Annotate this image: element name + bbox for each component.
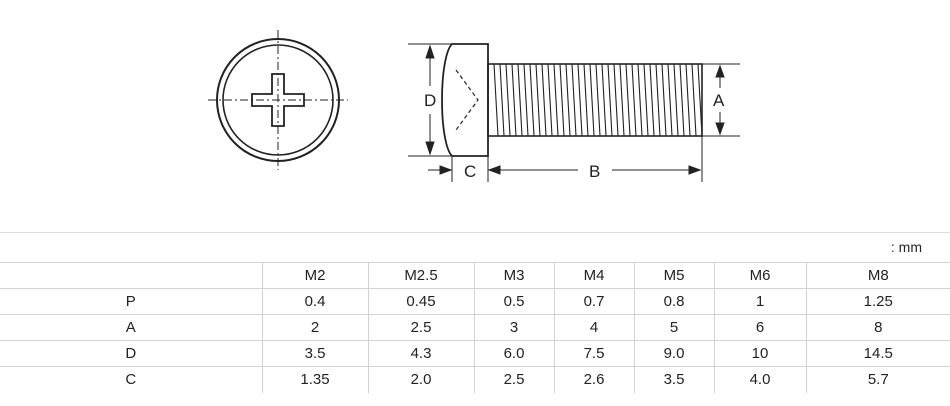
table-corner [0, 262, 263, 289]
table-cell: 2.0 [367, 366, 475, 393]
table-cell: 0.4 [261, 288, 369, 315]
column-header: M2.5 [367, 262, 475, 289]
row-label: C [0, 366, 263, 393]
thread-line [589, 63, 595, 137]
thread-line [613, 63, 619, 137]
thread-line [583, 63, 589, 137]
table-cell: 1.35 [261, 366, 369, 393]
screw-head-top-view [208, 30, 348, 170]
table-cell: 4.3 [367, 340, 475, 367]
thread-line [655, 63, 661, 137]
screw-spec-table: M2 M2.5 M3 M4 M5 M6 M8 P 0.4 0.45 0.5 0.… [0, 262, 950, 393]
column-header: M6 [713, 262, 807, 289]
column-header: M4 [553, 262, 635, 289]
dimension-c-label: C [464, 162, 476, 181]
thread-line [691, 63, 697, 137]
thread-line [619, 63, 625, 137]
thread-line [607, 63, 613, 137]
dimension-a [715, 64, 725, 136]
table-cell: 4 [553, 314, 635, 341]
thread-line [637, 63, 643, 137]
table-cell: 14.5 [805, 340, 950, 367]
thread-line [685, 63, 691, 137]
thread-line [625, 63, 631, 137]
dimension-a-label: A [713, 91, 725, 110]
table-row: C 1.35 2.0 2.5 2.6 3.5 4.0 5.7 [0, 366, 950, 393]
thread-line [631, 63, 637, 137]
table-cell: 0.45 [367, 288, 475, 315]
dimension-b [490, 165, 702, 175]
table-cell: 3.5 [633, 366, 715, 393]
table-cell: 2.5 [473, 366, 555, 393]
thread-line [667, 63, 673, 137]
thread-line [649, 63, 655, 137]
table-cell: 3.5 [261, 340, 369, 367]
table-cell: 4.0 [713, 366, 807, 393]
table-cell: 0.7 [553, 288, 635, 315]
thread-line [493, 63, 499, 137]
column-header: M5 [633, 262, 715, 289]
table-cell: 2.5 [367, 314, 475, 341]
thread-line [523, 63, 529, 137]
thread-line [643, 63, 649, 137]
column-header: M3 [473, 262, 555, 289]
thread-line [511, 63, 517, 137]
table-cell: 5.7 [805, 366, 950, 393]
table-row: D 3.5 4.3 6.0 7.5 9.0 10 14.5 [0, 340, 950, 367]
screw-side-view [408, 43, 740, 182]
thread-line [517, 63, 523, 137]
thread-line [565, 63, 571, 137]
thread-line [535, 63, 541, 137]
unit-row: : mm [0, 232, 950, 262]
thread-pattern [493, 63, 703, 137]
table-cell: 1.25 [805, 288, 950, 315]
table-row: A 2 2.5 3 4 5 6 8 [0, 314, 950, 341]
table-cell: 7.5 [553, 340, 635, 367]
column-header: M2 [261, 262, 369, 289]
screw-dimension-drawing: D A C B [208, 30, 740, 182]
table-cell: 2 [261, 314, 369, 341]
thread-line [553, 63, 559, 137]
table-cell: 6.0 [473, 340, 555, 367]
table-cell: 9.0 [633, 340, 715, 367]
thread-line [673, 63, 679, 137]
row-label: P [0, 288, 263, 315]
thread-line [529, 63, 535, 137]
dimension-b-label: B [589, 162, 600, 181]
thread-line [505, 63, 511, 137]
table-cell: 2.6 [553, 366, 635, 393]
thread-line [571, 63, 577, 137]
table-cell: 8 [805, 314, 950, 341]
thread-line [679, 63, 685, 137]
dimension-d [425, 44, 435, 156]
thread-line [601, 63, 607, 137]
unit-label: : mm [890, 239, 922, 255]
table-cell: 3 [473, 314, 555, 341]
row-label: D [0, 340, 263, 367]
table-cell: 10 [713, 340, 807, 367]
table-cell: 0.5 [473, 288, 555, 315]
row-label: A [0, 314, 263, 341]
thread-line [595, 63, 601, 137]
thread-line [697, 63, 703, 137]
table-row: P 0.4 0.45 0.5 0.7 0.8 1 1.25 [0, 288, 950, 315]
thread-line [541, 63, 547, 137]
thread-line [559, 63, 565, 137]
column-header: M8 [805, 262, 950, 289]
dimension-d-label: D [424, 91, 436, 110]
table-header-row: M2 M2.5 M3 M4 M5 M6 M8 [0, 262, 950, 289]
table-cell: 6 [713, 314, 807, 341]
thread-line [547, 63, 553, 137]
thread-line [661, 63, 667, 137]
table-cell: 5 [633, 314, 715, 341]
table-cell: 1 [713, 288, 807, 315]
thread-line [499, 63, 505, 137]
table-cell: 0.8 [633, 288, 715, 315]
thread-line [577, 63, 583, 137]
